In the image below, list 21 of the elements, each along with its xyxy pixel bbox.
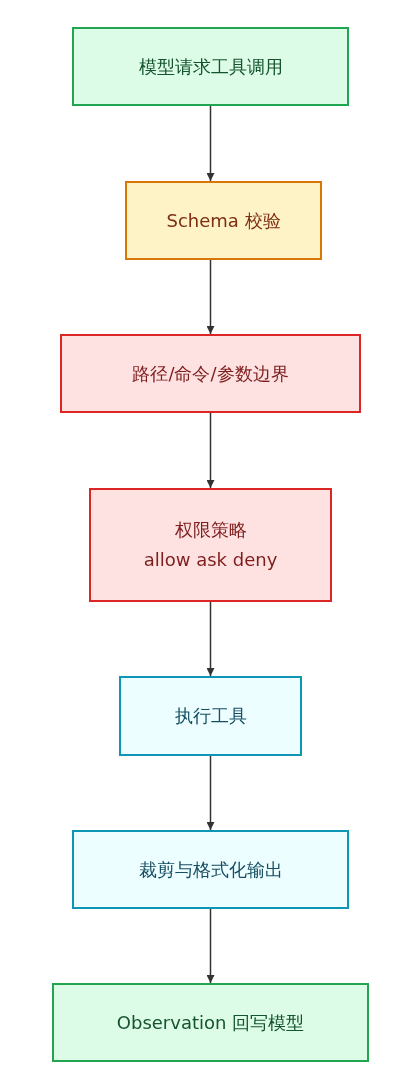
process-box bbox=[72, 830, 349, 909]
process-box bbox=[52, 983, 369, 1062]
node-label: 执行工具 bbox=[174, 704, 247, 728]
arrow bbox=[206, 908, 215, 984]
node-label: Schema 校验 bbox=[166, 208, 281, 233]
arrow bbox=[206, 412, 215, 489]
process-box bbox=[125, 181, 322, 260]
process-box bbox=[89, 488, 332, 602]
node-label: 路径/命令/参数边界 bbox=[132, 361, 289, 386]
arrow bbox=[206, 601, 215, 677]
node-label: 模型请求工具调用 bbox=[138, 54, 283, 79]
node-label: allow ask deny bbox=[143, 548, 278, 572]
process-box bbox=[119, 676, 302, 756]
node-label: Observation 回写模型 bbox=[116, 1010, 305, 1035]
arrow bbox=[206, 755, 215, 831]
node-label: 裁剪与格式化输出 bbox=[138, 857, 283, 882]
node-label: 权限策略 bbox=[174, 518, 247, 542]
arrow bbox=[206, 105, 215, 182]
process-box bbox=[72, 27, 349, 106]
arrow bbox=[206, 259, 215, 335]
process-box bbox=[60, 334, 361, 413]
